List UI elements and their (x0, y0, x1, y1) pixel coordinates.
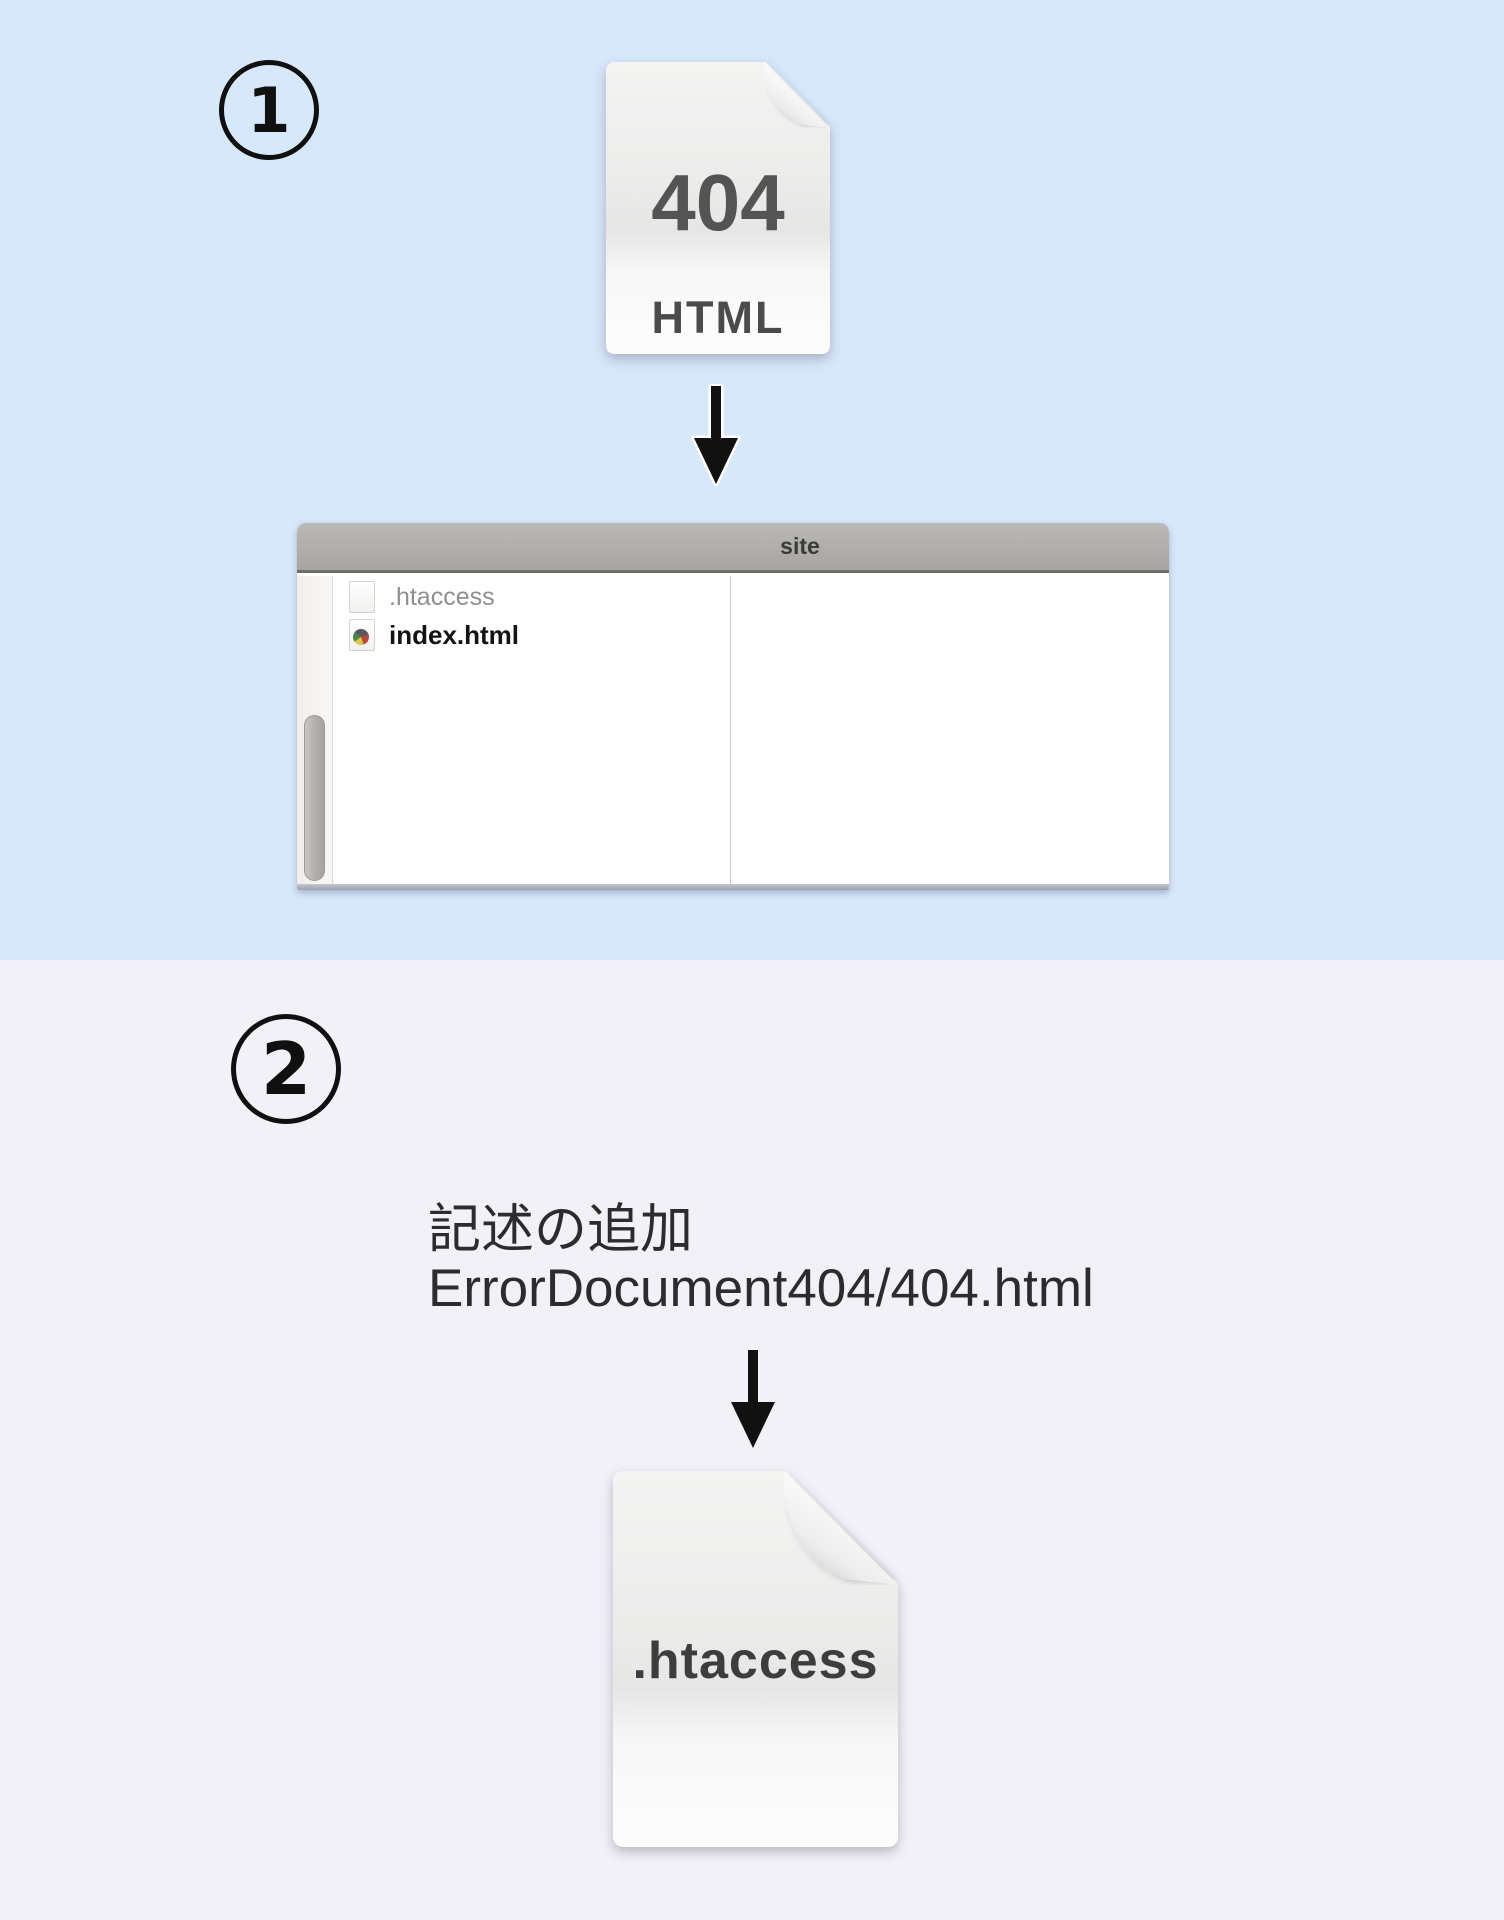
htaccess-file-icon: .htaccess (613, 1471, 898, 1847)
down-arrow-icon (691, 384, 741, 487)
window-titlebar[interactable]: site (297, 523, 1169, 573)
file-icon-title-404: 404 (651, 158, 785, 247)
scrollbar-thumb[interactable] (304, 715, 325, 881)
down-arrow-icon (731, 1350, 775, 1448)
step-1-number: 1 (247, 73, 291, 147)
folded-corner-icon (784, 1471, 898, 1585)
html-404-file-icon: 404 HTML (606, 62, 830, 354)
folded-corner-icon (764, 62, 830, 128)
step-1-section: 1 404 HTML (0, 0, 1504, 960)
window-content: .htaccess index.html (297, 576, 1169, 890)
caption-line-2: ErrorDocument404/404.html (428, 1259, 1094, 1318)
html-document-icon (349, 619, 375, 651)
finder-window: site .htaccess index.html (297, 523, 1169, 890)
step-1-badge: 1 (219, 60, 319, 160)
file-icon-title-htaccess: .htaccess (632, 1632, 879, 1690)
file-name-label: .htaccess (389, 582, 495, 611)
window-bottom-edge (297, 884, 1169, 890)
column-divider (730, 576, 731, 884)
file-icon-subtitle-html: HTML (651, 292, 785, 343)
file-row-indexhtml[interactable]: index.html (349, 619, 519, 651)
scrollbar-track[interactable] (297, 576, 333, 890)
caption-block: 記述の追加 ErrorDocument404/404.html (428, 1200, 1094, 1318)
step-2-badge: 2 (231, 1014, 341, 1124)
step-2-number: 2 (260, 1027, 312, 1111)
file-name-label: index.html (389, 619, 520, 650)
step-2-section: 2 記述の追加 ErrorDocument404/404.html .htacc… (0, 960, 1504, 1920)
blank-document-icon (349, 581, 375, 613)
caption-line-1: 記述の追加 (428, 1200, 693, 1259)
window-title: site (780, 533, 820, 559)
globe-icon (353, 629, 369, 645)
file-row-htaccess[interactable]: .htaccess (349, 581, 495, 613)
